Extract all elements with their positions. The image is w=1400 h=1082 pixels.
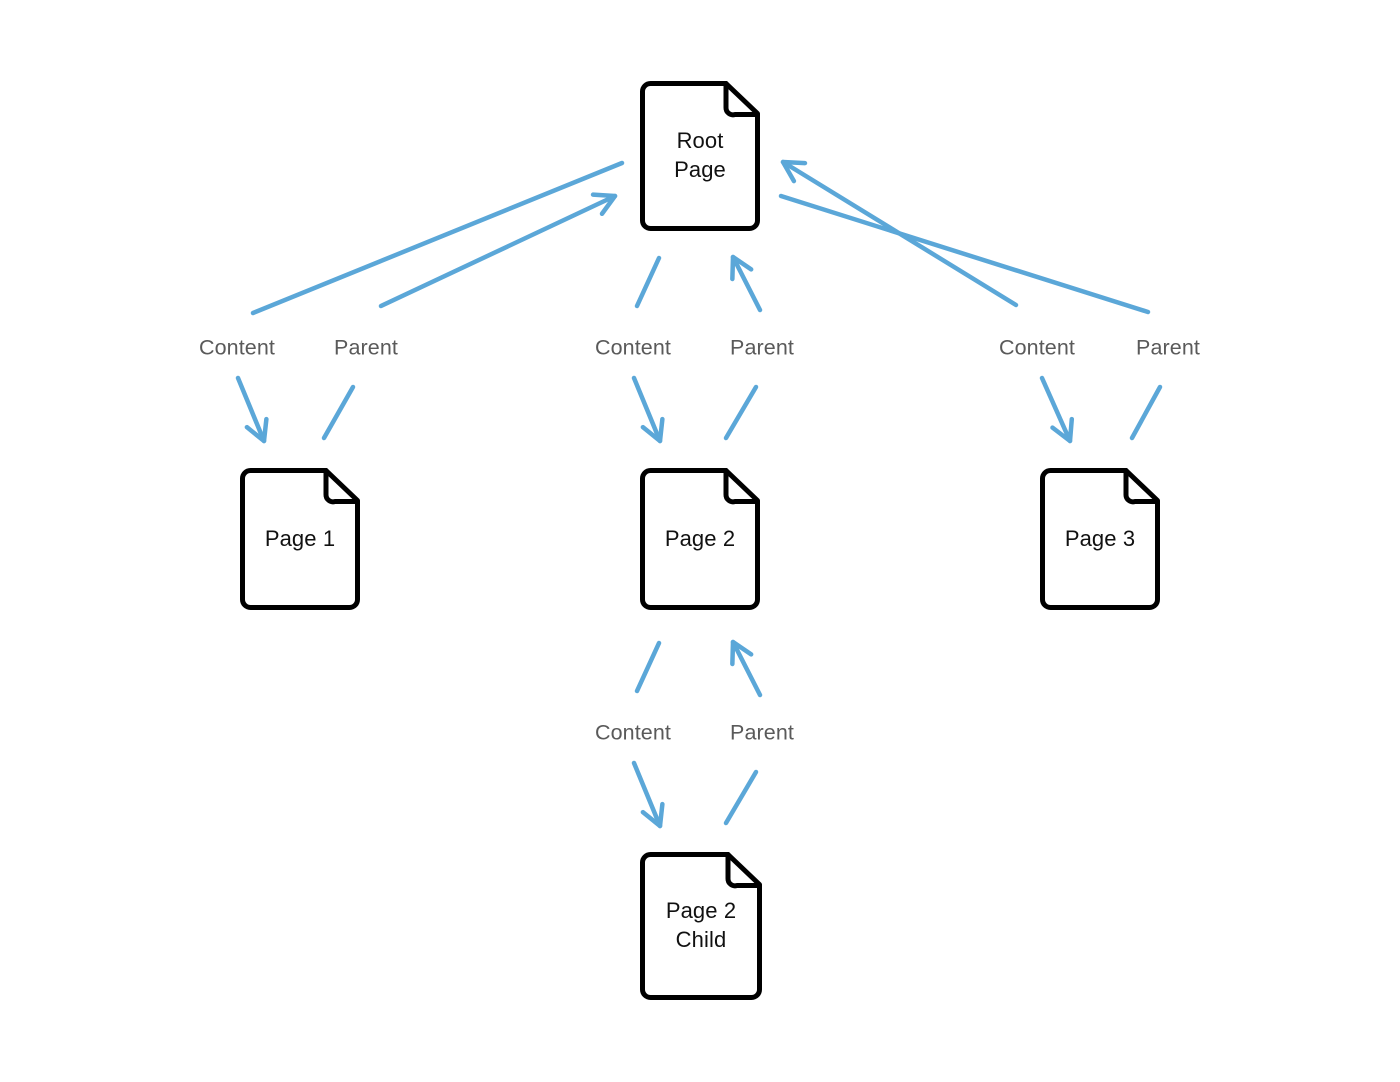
edge-label-lbl-content-3: Content xyxy=(998,335,1076,360)
document-fold-icon xyxy=(723,468,760,505)
arrowhead-icon xyxy=(640,801,665,829)
arrowhead-icon xyxy=(590,192,618,217)
arrowhead-icon xyxy=(730,254,754,282)
node-page2[interactable]: Page 2 xyxy=(640,468,760,610)
edge-e-parent-2-upper xyxy=(730,254,763,313)
document-fold-icon xyxy=(1123,468,1160,505)
edge-label-lbl-parent-3: Parent xyxy=(1136,335,1200,360)
document-fold-icon xyxy=(725,852,762,889)
edge-label-lbl-parent-2: Parent xyxy=(730,335,794,360)
edge-e-content-4-lower xyxy=(631,760,665,829)
edge-e-parent-2-lower xyxy=(723,384,759,441)
edge-label-lbl-content-2: Content xyxy=(594,335,672,360)
node-page2child[interactable]: Page 2 Child xyxy=(640,852,762,1000)
document-icon xyxy=(640,852,762,1000)
document-icon xyxy=(640,468,760,610)
arrowhead-icon xyxy=(1050,416,1075,444)
document-fold-icon xyxy=(323,468,360,505)
edge-e-parent-3-lower xyxy=(1129,384,1163,441)
edge-e-content-1-upper xyxy=(250,160,625,316)
edge-e-content-2-upper xyxy=(634,255,662,309)
edge-e-content-3-upper xyxy=(778,193,1151,315)
arrowhead-icon xyxy=(730,639,754,667)
edge-e-content-3-lower xyxy=(1039,375,1075,444)
edge-e-parent-1-upper xyxy=(378,192,618,309)
edge-e-content-1-lower xyxy=(235,375,269,444)
edge-label-lbl-parent-4: Parent xyxy=(730,720,794,745)
edge-e-parent-1-lower xyxy=(321,384,356,441)
node-root[interactable]: Root Page xyxy=(640,81,760,231)
edge-label-lbl-content-4: Content xyxy=(594,720,672,745)
document-fold-icon xyxy=(723,81,760,118)
arrowhead-icon xyxy=(780,159,808,184)
document-icon xyxy=(1040,468,1160,610)
edge-label-lbl-parent-1: Parent xyxy=(334,335,398,360)
node-page1[interactable]: Page 1 xyxy=(240,468,360,610)
edge-e-parent-3-upper xyxy=(780,159,1019,308)
edge-e-content-4-upper xyxy=(634,640,662,694)
edge-e-content-2-lower xyxy=(631,375,665,444)
arrowhead-icon xyxy=(244,416,269,444)
edge-e-parent-4-upper xyxy=(730,639,763,698)
arrowhead-icon xyxy=(640,416,665,444)
document-icon xyxy=(640,81,760,231)
node-page3[interactable]: Page 3 xyxy=(1040,468,1160,610)
edge-e-parent-4-lower xyxy=(723,769,759,826)
edge-label-lbl-content-1: Content xyxy=(198,335,276,360)
document-icon xyxy=(240,468,360,610)
